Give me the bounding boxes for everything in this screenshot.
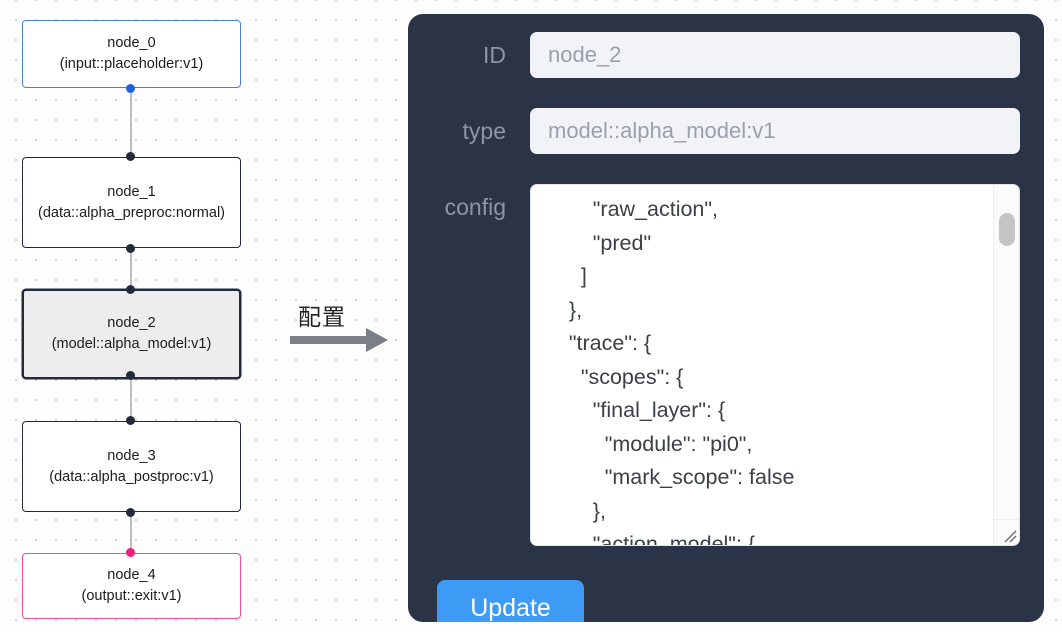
config-field-label: config bbox=[444, 194, 506, 220]
node-handle-source-node_0[interactable] bbox=[126, 84, 135, 93]
edge-node1-node2[interactable] bbox=[130, 248, 132, 290]
node-handle-source-node_3[interactable] bbox=[126, 508, 135, 517]
node-handle-target-node_4[interactable] bbox=[126, 548, 135, 557]
config-resize-handle[interactable] bbox=[993, 519, 1019, 545]
config-scrollbar[interactable] bbox=[993, 185, 1019, 522]
graph-node-label: node_3 (data::alpha_postproc:v1) bbox=[49, 447, 214, 485]
graph-node-label: node_0 (input::placeholder:v1) bbox=[59, 35, 204, 72]
id-field-row: ID node_2 bbox=[430, 32, 1020, 78]
edge-node0-node1[interactable] bbox=[130, 88, 132, 160]
config-textarea-value[interactable]: "raw_action", "pred" ] }, "trace": { "sc… bbox=[568, 197, 795, 546]
node-handle-target-node_2[interactable] bbox=[126, 285, 135, 294]
graph-node-node_3[interactable]: node_3 (data::alpha_postproc:v1) bbox=[22, 421, 241, 512]
graph-node-node_1[interactable]: node_1 (data::alpha_preproc:normal) bbox=[22, 157, 241, 248]
type-field-label: type bbox=[462, 117, 506, 144]
annotation-arrow-group: 配置 bbox=[290, 298, 394, 356]
node-handle-target-node_1[interactable] bbox=[126, 152, 135, 161]
graph-node-node_4[interactable]: node_4 (output::exit:v1) bbox=[22, 553, 241, 619]
node-handle-target-node_3[interactable] bbox=[126, 416, 135, 425]
resize-grip-icon bbox=[1004, 530, 1017, 543]
node-handle-source-node_1[interactable] bbox=[126, 244, 135, 253]
type-field-row: type model::alpha_model:v1 bbox=[430, 108, 1020, 154]
id-field-label: ID bbox=[483, 41, 506, 68]
edge-node3-node4[interactable] bbox=[130, 512, 132, 554]
update-button[interactable]: Update bbox=[437, 580, 584, 622]
config-textarea[interactable]: "raw_action", "pred" ] }, "trace": { "sc… bbox=[530, 184, 1020, 546]
type-input[interactable]: model::alpha_model:v1 bbox=[530, 108, 1020, 154]
edge-node2-node3[interactable] bbox=[130, 375, 132, 421]
graph-node-label: node_1 (data::alpha_preproc:normal) bbox=[38, 183, 225, 221]
arrow-head-icon bbox=[366, 328, 388, 352]
config-field-row: config "raw_action", "pred" ] }, "trace"… bbox=[430, 184, 1020, 546]
arrow-shaft bbox=[290, 336, 369, 344]
node-handle-source-node_2[interactable] bbox=[126, 371, 135, 380]
graph-node-node_2[interactable]: node_2 (model::alpha_model:v1) bbox=[22, 289, 241, 379]
graph-node-label: node_2 (model::alpha_model:v1) bbox=[51, 315, 212, 352]
config-scrollbar-thumb[interactable] bbox=[999, 213, 1015, 246]
id-input[interactable]: node_2 bbox=[530, 32, 1020, 78]
graph-node-label: node_4 (output::exit:v1) bbox=[81, 567, 182, 604]
annotation-label: 配置 bbox=[298, 305, 346, 331]
graph-node-node_0[interactable]: node_0 (input::placeholder:v1) bbox=[22, 20, 241, 88]
node-config-panel: ID node_2 type model::alpha_model:v1 con… bbox=[408, 14, 1044, 622]
